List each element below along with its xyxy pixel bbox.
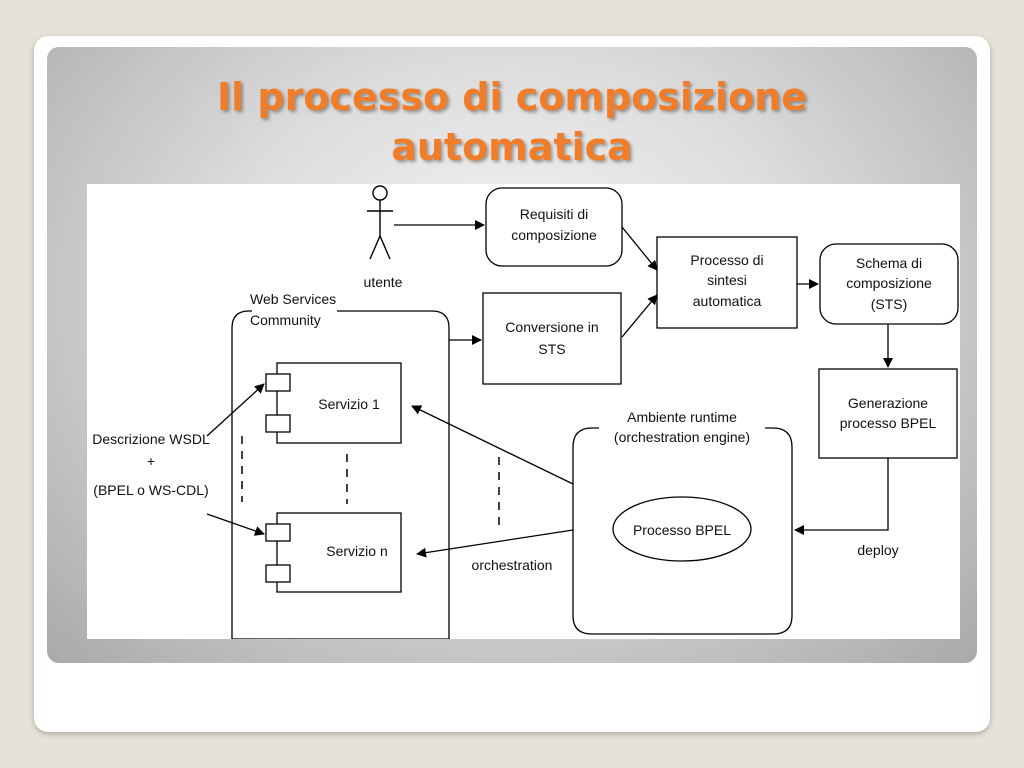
conversione-line-2: STS <box>538 341 565 357</box>
actor-label: utente <box>364 274 403 290</box>
processo-bpel-ellipse <box>612 496 752 562</box>
conversione-line-1: Conversione in <box>505 319 598 335</box>
title-line-2: automatica <box>391 125 633 169</box>
wsc-line-1: Web Services <box>250 291 336 307</box>
requisiti-box: Requisiti di composizione <box>485 187 623 267</box>
slide-title: Il processo di composizione automatica <box>47 72 977 172</box>
ambiente-line-1: Ambiente runtime <box>627 409 737 425</box>
generazione-line-2: processo BPEL <box>840 415 937 431</box>
conversione-box: Conversione in STS <box>482 292 622 385</box>
processo-sintesi-line-3: automatica <box>693 293 762 309</box>
title-line-1: Il processo di composizione <box>216 75 808 119</box>
processo-bpel-label: Processo BPEL <box>633 522 731 538</box>
processo-sintesi-box: Processo di sintesi automatica <box>656 236 798 329</box>
ambiente-line-2: (orchestration engine) <box>614 429 750 445</box>
arrows <box>206 220 893 558</box>
schema-line-1: Schema di <box>856 255 922 271</box>
dashed-separators <box>241 436 500 529</box>
descrizione-line-3: (BPEL o WS-CDL) <box>93 482 208 498</box>
schema-box: Schema di composizione (STS) <box>819 243 959 325</box>
schema-line-2: composizione <box>846 275 932 291</box>
wsc-line-2: Community <box>250 312 321 328</box>
processo-sintesi-line-1: Processo di <box>690 252 763 268</box>
descrizione-line-1: Descrizione WSDL <box>92 431 210 447</box>
orchestration-label: orchestration <box>472 557 553 573</box>
schema-line-3: (STS) <box>871 296 908 312</box>
user-actor-icon <box>367 185 393 260</box>
composition-diagram: utente Requisiti di composizione Process… <box>87 184 960 640</box>
generazione-line-1: Generazione <box>848 395 928 411</box>
generazione-box: Generazione processo BPEL <box>818 368 958 459</box>
servizio-1-component: Servizio 1 <box>265 362 402 444</box>
descrizione-line-2: + <box>147 453 155 469</box>
servizio-n-component: Servizio n <box>265 512 402 593</box>
requisiti-line-2: composizione <box>511 227 597 243</box>
servizio-1-label: Servizio 1 <box>318 396 380 412</box>
servizio-n-label: Servizio n <box>326 543 387 559</box>
processo-sintesi-line-2: sintesi <box>707 272 747 288</box>
ambiente-runtime-container: Ambiente runtime (orchestration engine) … <box>572 409 793 635</box>
requisiti-line-1: Requisiti di <box>520 206 588 222</box>
deploy-label: deploy <box>857 542 898 558</box>
